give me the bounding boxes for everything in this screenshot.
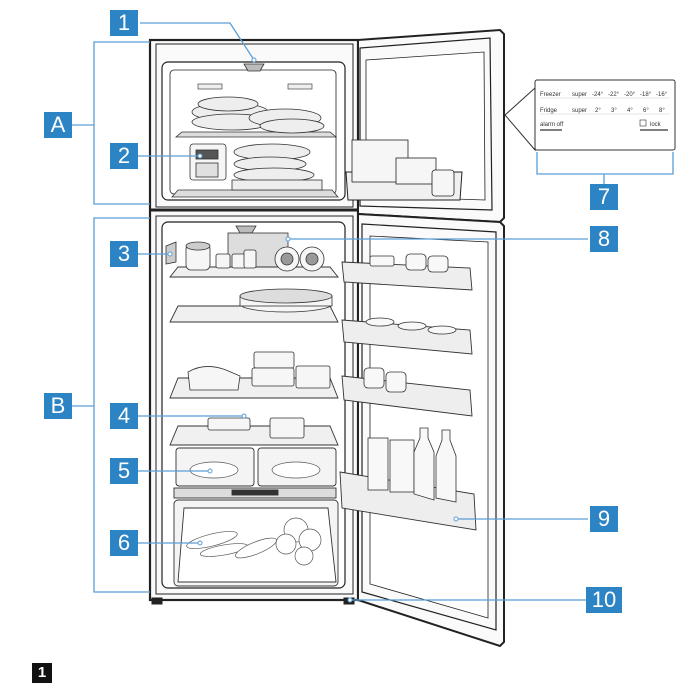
callout-label-7: 7 <box>590 184 618 210</box>
fridge-temp-2: 3° <box>611 108 617 114</box>
freezer-super-label: super <box>572 92 587 98</box>
callout-label-6: 6 <box>110 530 138 556</box>
callout-label-1: 1 <box>110 10 138 36</box>
freezer-door <box>345 28 505 224</box>
callout-label-5: 5 <box>110 458 138 484</box>
alarm-off-label: alarm off <box>540 122 564 128</box>
fridge-temp-1: 2° <box>595 108 601 114</box>
callout-label-8: 8 <box>590 226 618 252</box>
callout-label-a: A <box>44 112 72 138</box>
freezer-temp-4: -18° <box>640 92 652 98</box>
callout-label-3: 3 <box>110 241 138 267</box>
freezer-contents <box>171 96 339 198</box>
freezer-temp-5: -16° <box>656 92 668 98</box>
leader-lines <box>72 22 674 601</box>
lock-icon <box>639 119 647 127</box>
callout-label-4: 4 <box>110 403 138 429</box>
freezer-setting-label: Freezer <box>540 92 561 98</box>
freezer-light <box>197 63 313 90</box>
leader-dots <box>167 57 459 603</box>
fridge-setting-label: Fridge <box>540 108 558 114</box>
callout-label-10: 10 <box>586 587 622 613</box>
fridge-temp-5: 8° <box>659 108 665 114</box>
vegetables <box>186 461 322 566</box>
freezer-temp-3: -20° <box>624 92 636 98</box>
control-panel-callout: Freezer super -24° -22° -20° -18° -16° F… <box>504 79 676 152</box>
callout-label-2: 2 <box>110 143 138 169</box>
fridge-super-label: super <box>572 108 587 114</box>
freezer-temp-1: -24° <box>592 92 604 98</box>
callout-label-b: B <box>44 393 72 419</box>
lock-label: lock <box>650 122 662 128</box>
door-items <box>363 253 457 503</box>
fridge-temp-3: 4° <box>627 108 633 114</box>
fridge-food <box>185 241 333 439</box>
callout-label-9: 9 <box>590 506 618 532</box>
freezer-temp-2: -22° <box>608 92 620 98</box>
fridge-temp-4: 6° <box>643 108 649 114</box>
figure-number-badge: 1 <box>32 663 52 683</box>
